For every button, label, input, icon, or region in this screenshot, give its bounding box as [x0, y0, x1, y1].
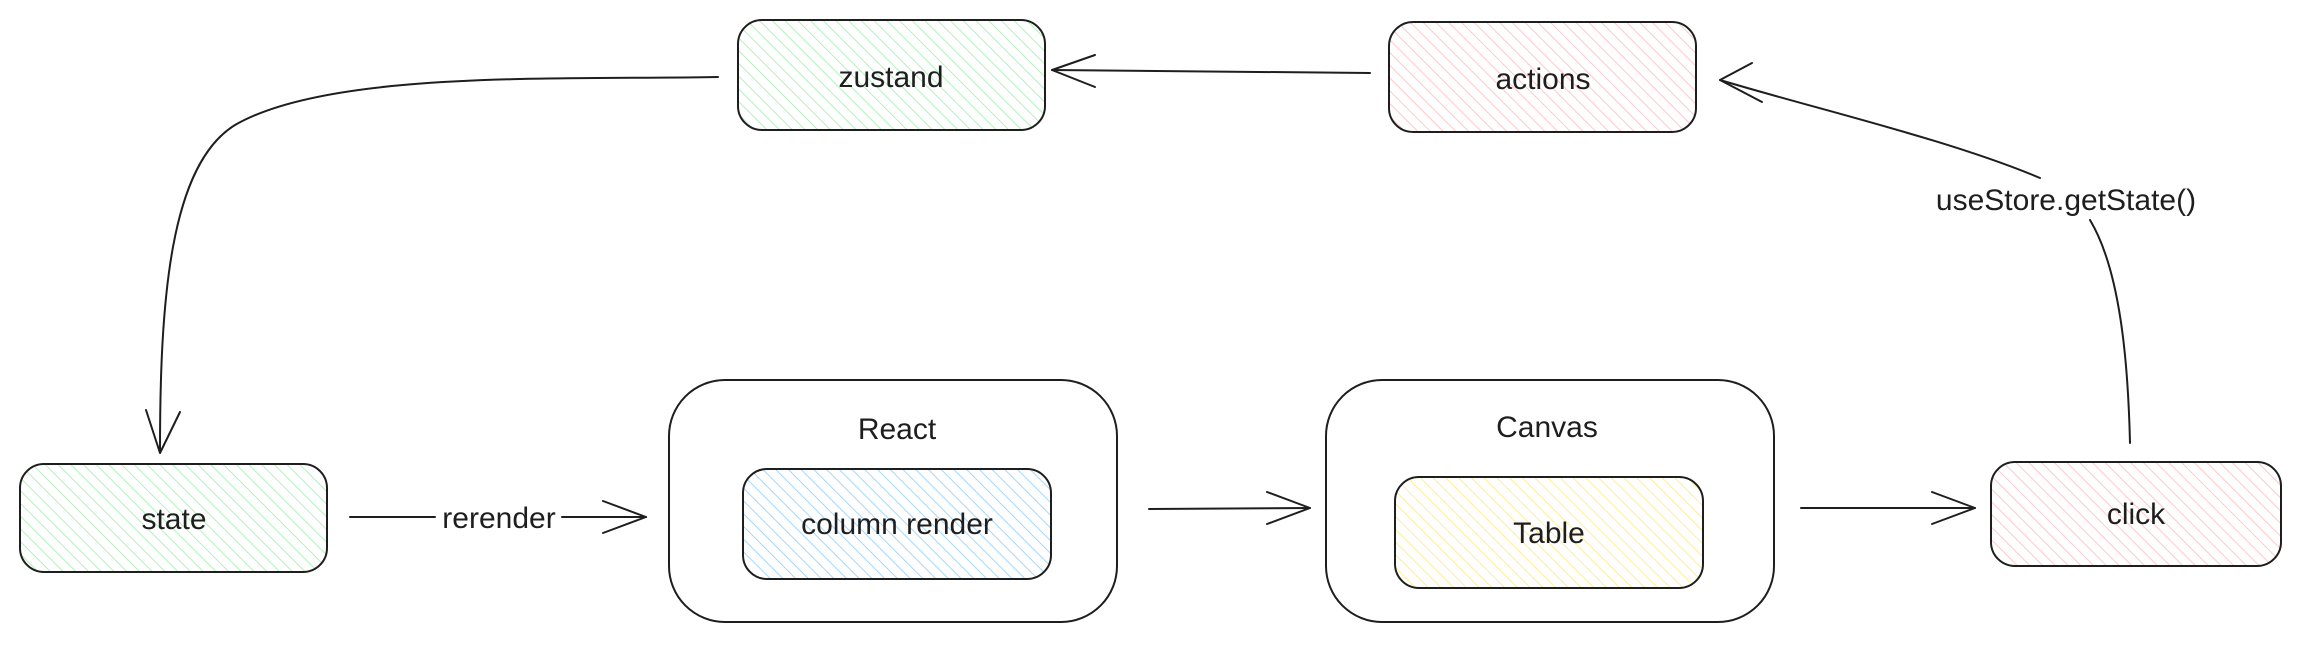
state-label: state [141, 503, 206, 536]
react-label: React [858, 413, 937, 446]
actions-label: actions [1495, 63, 1590, 96]
edge-click-to-actions [1719, 62, 2131, 444]
edge-zustand-to-state [145, 76, 719, 454]
usestore-getstate-edge-label: useStore.getState() [1936, 184, 2196, 217]
click-label: click [2107, 498, 2166, 531]
node-table[interactable] [1394, 476, 1704, 589]
edge-react-to-canvas [1148, 491, 1311, 525]
node-click[interactable] [1990, 461, 2282, 567]
node-actions[interactable] [1388, 21, 1697, 133]
canvas-label: Canvas [1496, 411, 1598, 444]
node-state[interactable] [19, 463, 328, 573]
edge-actions-to-zustand [1051, 54, 1371, 88]
edge-state-to-react [349, 500, 647, 534]
column-render-label: column render [801, 508, 993, 541]
zustand-label: zustand [838, 61, 943, 94]
node-zustand[interactable] [737, 19, 1046, 131]
node-column-render[interactable] [742, 468, 1052, 580]
rerender-edge-label: rerender [442, 502, 555, 535]
edge-canvas-to-click [1800, 491, 1976, 525]
table-label: Table [1513, 517, 1585, 550]
